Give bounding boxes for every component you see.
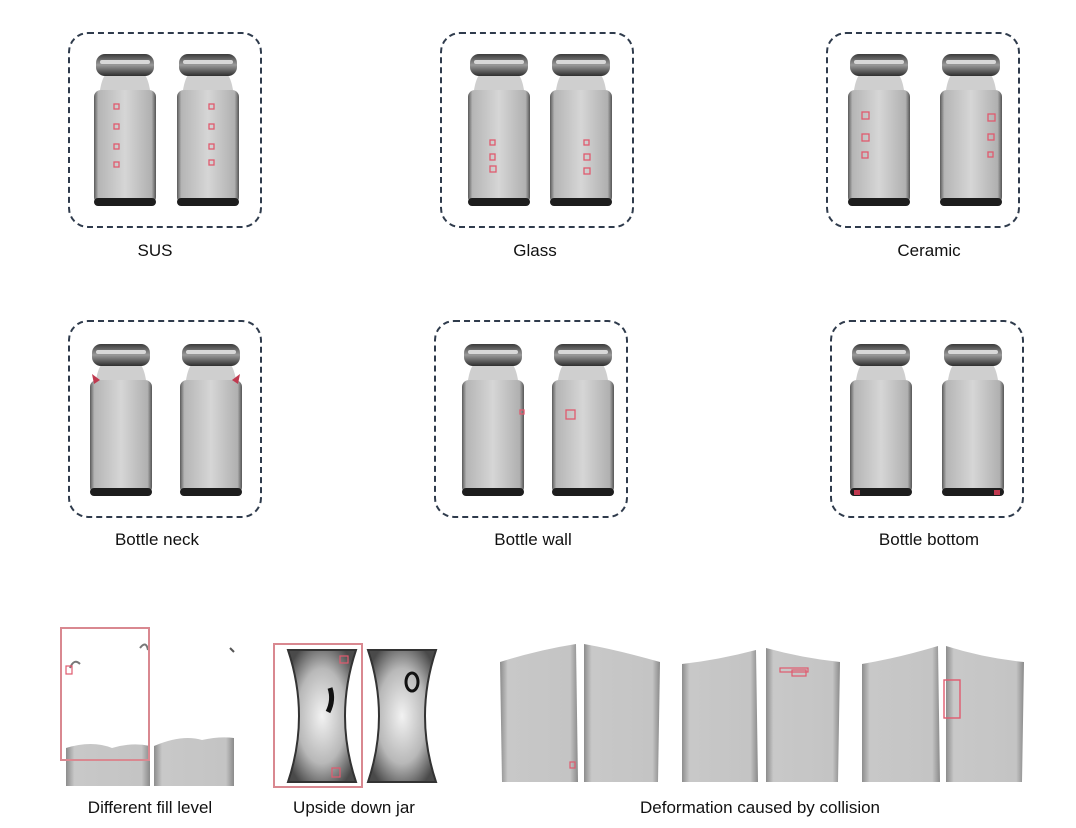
jar-image — [460, 344, 526, 496]
caption-fill-level: Different fill level — [87, 798, 213, 817]
jar-image — [548, 54, 614, 206]
caption-deformation: Deformation caused by collision — [639, 798, 881, 817]
fill-level-highlight-box — [60, 627, 150, 761]
caption-upside-down: Upside down jar — [293, 798, 415, 817]
upside-down-image — [278, 648, 438, 784]
caption-glass: Glass — [513, 241, 557, 260]
jar-image — [466, 54, 532, 206]
jar-image — [846, 54, 912, 206]
jar-image — [550, 344, 616, 496]
caption-ceramic: Ceramic — [897, 241, 961, 260]
jar-image — [178, 344, 244, 496]
jar-image — [88, 344, 154, 496]
jar-image — [848, 344, 914, 496]
caption-bottle-wall: Bottle wall — [494, 530, 572, 549]
caption-sus: SUS — [137, 241, 173, 260]
bottle-neck-panel — [68, 320, 262, 518]
jar-image — [175, 54, 241, 206]
deformation-image — [498, 644, 1026, 784]
glass-panel — [440, 32, 634, 228]
caption-bottle-neck: Bottle neck — [114, 530, 200, 549]
jar-image — [940, 344, 1006, 496]
caption-bottle-bottom: Bottle bottom — [878, 530, 980, 549]
bottle-wall-panel — [434, 320, 628, 518]
sus-panel — [68, 32, 262, 228]
jar-image — [938, 54, 1004, 206]
bottle-bottom-panel — [830, 320, 1024, 518]
upside-down-highlight-box — [273, 643, 363, 788]
jar-image — [92, 54, 158, 206]
ceramic-panel — [826, 32, 1020, 228]
